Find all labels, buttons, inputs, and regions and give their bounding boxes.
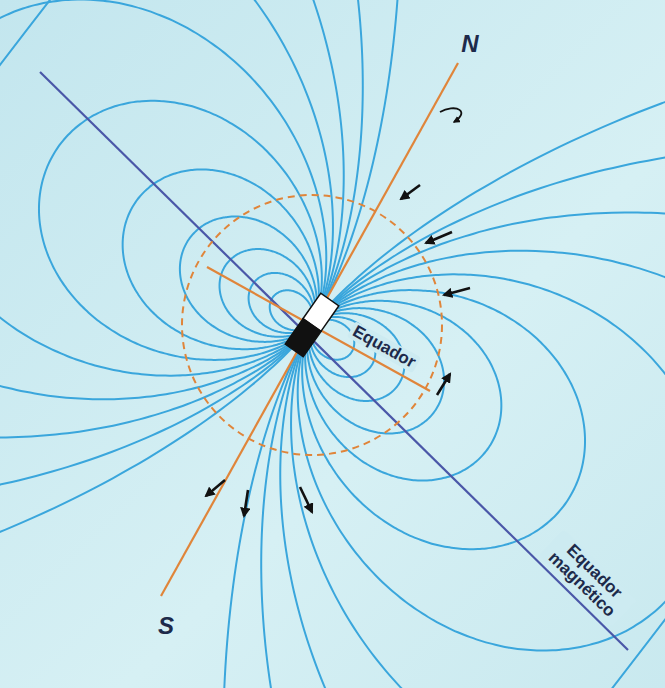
field-arrow	[444, 288, 470, 295]
equator-label: Equador magnético	[539, 530, 637, 627]
field-line	[39, 101, 322, 360]
field-arrow	[300, 487, 312, 512]
field-line	[291, 251, 665, 688]
rotation-axis	[161, 63, 458, 596]
field-line	[0, 0, 401, 632]
equator-label: Equador	[347, 321, 421, 373]
field-line	[261, 145, 665, 688]
magnetic-equator-line	[40, 72, 628, 650]
field-line	[0, 0, 333, 399]
geographic-equator-line	[207, 267, 430, 391]
field-arrow	[426, 232, 452, 243]
field-arrow	[206, 480, 225, 496]
field-line	[307, 308, 444, 433]
field-line	[280, 212, 665, 688]
field-line	[298, 274, 665, 650]
field-arrows	[206, 185, 470, 516]
magnet-south-half	[285, 319, 321, 357]
bar-magnet	[285, 293, 339, 356]
field-arrow	[244, 490, 248, 516]
pole-label: N	[458, 31, 481, 56]
field-line	[0, 0, 363, 505]
field-line	[0, 0, 344, 438]
earth-outline	[182, 195, 442, 455]
field-arrow	[401, 185, 420, 199]
field-arrow	[437, 374, 450, 395]
field-line	[302, 290, 585, 549]
field-line	[0, 0, 326, 376]
pole-label: S	[155, 613, 177, 638]
rotation-arrow	[440, 108, 461, 122]
